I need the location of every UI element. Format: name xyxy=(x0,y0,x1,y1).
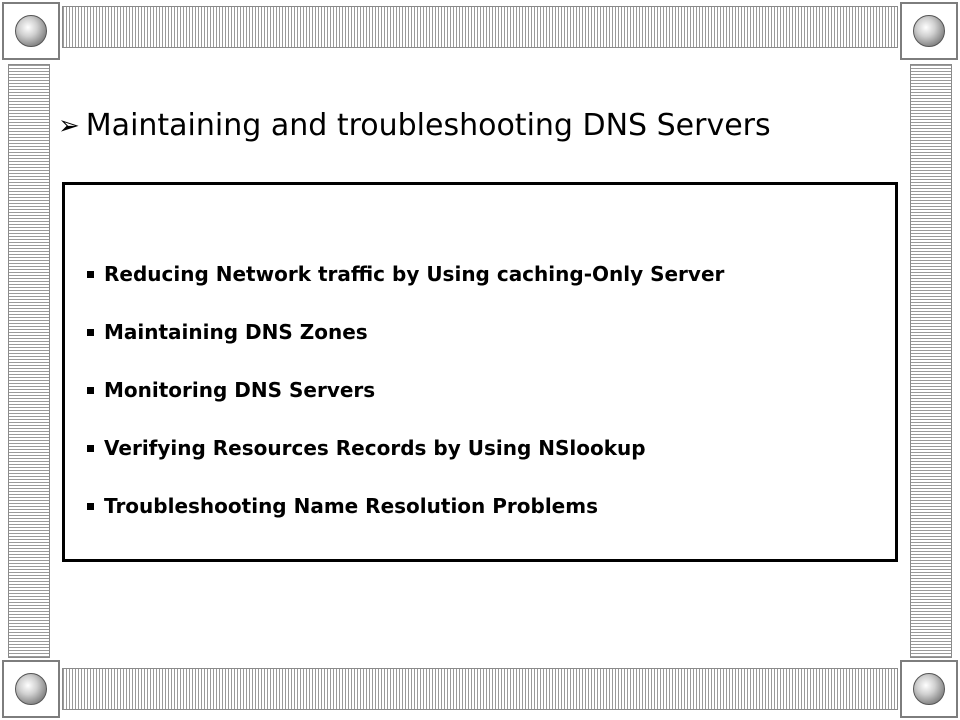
list-item: Troubleshooting Name Resolution Problems xyxy=(87,477,724,535)
slide-title-row: ➢ Maintaining and troubleshooting DNS Se… xyxy=(58,108,771,144)
content-box: Reducing Network traffic by Using cachin… xyxy=(62,182,898,562)
bullet-text: Maintaining DNS Zones xyxy=(104,320,368,344)
bullet-text: Troubleshooting Name Resolution Problems xyxy=(104,494,598,518)
square-bullet-icon xyxy=(87,386,94,394)
list-item: Verifying Resources Records by Using NSl… xyxy=(87,419,724,477)
knob-icon xyxy=(15,673,47,705)
list-item: Monitoring DNS Servers xyxy=(87,361,724,419)
frame-right-bar xyxy=(910,64,952,658)
bullet-text: Verifying Resources Records by Using NSl… xyxy=(104,436,646,460)
square-bullet-icon xyxy=(87,502,94,510)
list-item: Maintaining DNS Zones xyxy=(87,303,724,361)
knob-icon xyxy=(913,15,945,47)
knob-icon xyxy=(913,673,945,705)
bullet-text: Monitoring DNS Servers xyxy=(104,378,376,402)
bullet-list: Reducing Network traffic by Using cachin… xyxy=(87,245,724,535)
frame-bottom-bar xyxy=(62,668,898,710)
bullet-text: Reducing Network traffic by Using cachin… xyxy=(104,262,725,286)
square-bullet-icon xyxy=(87,328,94,336)
corner-knob-bottom-right xyxy=(900,660,958,718)
corner-knob-bottom-left xyxy=(2,660,60,718)
list-item: Reducing Network traffic by Using cachin… xyxy=(87,245,724,303)
frame-left-bar xyxy=(8,64,50,658)
square-bullet-icon xyxy=(87,270,94,278)
square-bullet-icon xyxy=(87,444,94,452)
arrowhead-bullet-icon: ➢ xyxy=(58,111,80,141)
frame-top-bar xyxy=(62,6,898,48)
corner-knob-top-right xyxy=(900,2,958,60)
corner-knob-top-left xyxy=(2,2,60,60)
slide-title: Maintaining and troubleshooting DNS Serv… xyxy=(85,108,771,143)
knob-icon xyxy=(15,15,47,47)
